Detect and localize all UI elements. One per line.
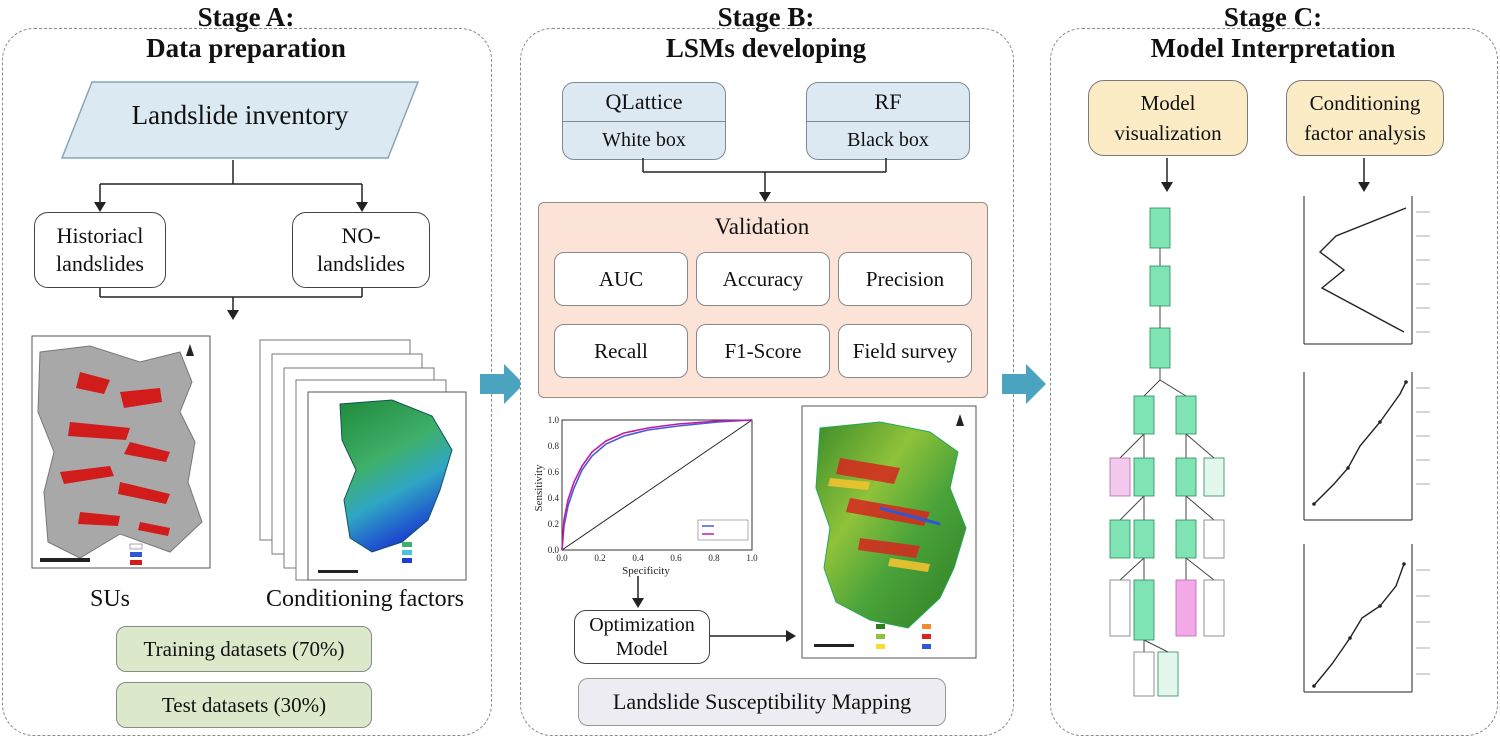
- qlattice-model-graph: [1109, 207, 1225, 697]
- graph-node-5: [1175, 395, 1197, 435]
- metric-auc: AUC: [554, 252, 688, 306]
- stage-c-title: Model Interpretation: [1150, 33, 1396, 63]
- stage-a-title: Data preparation: [146, 33, 346, 63]
- graph-node-17: [1203, 579, 1225, 637]
- optimization-line1: Optimization: [589, 614, 695, 636]
- graph-node-12: [1175, 519, 1197, 559]
- no-landslides-box: NO- landslides: [292, 212, 430, 288]
- conditioning-factor-analysis-box: Conditioning factor analysis: [1286, 80, 1444, 156]
- landslide-inventory-label: Landslide inventory: [131, 100, 349, 130]
- historical-landslides-box: Historiacl landslides: [34, 212, 166, 288]
- no-landslides-line1: NO-: [341, 223, 381, 248]
- graph-node-15: [1133, 579, 1155, 641]
- stage-b-title: LSMs developing: [665, 33, 867, 63]
- optimization-model-box: Optimization Model: [574, 610, 710, 664]
- graph-node-10: [1109, 519, 1131, 559]
- susceptibility-map: [801, 405, 977, 659]
- roc-xtick-5: 1.0: [746, 553, 758, 563]
- roc-ylabel: Sensitivity: [533, 464, 545, 512]
- arrow-b-to-c: [1002, 364, 1046, 404]
- metric-field-survey: Field survey: [838, 324, 972, 378]
- sus-caption: SUs: [89, 586, 131, 612]
- roc-xlabel: Specificity: [622, 565, 670, 577]
- roc-curve-chart: 0.0 0.2 0.4 0.6 0.8 1.0 0.0 0.2 0.4 0.6 …: [533, 415, 758, 577]
- conditioning-factor-maps: [259, 339, 467, 581]
- graph-node-8: [1175, 457, 1197, 497]
- rf-box: RF Black box: [806, 82, 970, 160]
- metric-accuracy: Accuracy: [696, 252, 830, 306]
- roc-ytick-2: 0.4: [548, 493, 560, 503]
- metric-recall: Recall: [554, 324, 688, 378]
- roc-ytick-1: 0.2: [548, 519, 559, 529]
- model-vis-line1: Model: [1140, 91, 1196, 115]
- graph-node-6: [1109, 457, 1131, 497]
- graph-node-18: [1133, 651, 1155, 697]
- stage-c-heading: Stage C: Model Interpretation: [1050, 2, 1496, 64]
- historical-line1: Historiacl: [56, 223, 144, 248]
- model-visualization-box: Model visualization: [1088, 80, 1248, 156]
- graph-node-2: [1149, 265, 1171, 307]
- no-landslides-line2: landslides: [317, 251, 405, 276]
- graph-node-3: [1149, 327, 1171, 369]
- factor-plot-2: [1303, 372, 1430, 521]
- optimization-line2: Model: [615, 638, 669, 660]
- factor-plot-1: [1303, 196, 1430, 345]
- stage-a-label: Stage A:: [197, 2, 295, 32]
- graph-node-1: [1149, 207, 1171, 249]
- roc-ytick-5: 1.0: [548, 415, 560, 425]
- graph-node-7: [1133, 457, 1155, 497]
- historical-line2: landslides: [56, 251, 144, 276]
- qlattice-sub: White box: [602, 129, 686, 151]
- stage-b-connectors-top: [642, 158, 887, 202]
- roc-xtick-4: 0.8: [708, 553, 720, 563]
- roc-curve-magenta: [561, 419, 753, 551]
- roc-ytick-3: 0.6: [548, 467, 560, 477]
- roc-xtick-2: 0.4: [632, 553, 644, 563]
- test-datasets-box: Test datasets (30%): [116, 682, 372, 728]
- cond-line1: Conditioning: [1309, 91, 1421, 115]
- conditioning-factors-caption: Conditioning factors: [266, 586, 464, 612]
- stage-b-label: Stage B:: [717, 2, 815, 32]
- graph-node-16: [1175, 579, 1197, 637]
- qlattice-box: QLattice White box: [562, 82, 726, 160]
- graph-node-9: [1203, 457, 1225, 497]
- graph-node-14: [1109, 579, 1131, 637]
- roc-ytick-4: 0.8: [548, 441, 560, 451]
- roc-xtick-0: 0.0: [556, 553, 568, 563]
- graph-node-13: [1203, 519, 1225, 559]
- stage-c-arrows: [1161, 158, 1370, 192]
- graph-node-19: [1157, 651, 1179, 697]
- metric-precision: Precision: [838, 252, 972, 306]
- graph-node-4: [1133, 395, 1155, 435]
- arrow-a-to-b: [480, 364, 524, 404]
- factor-plot-3: [1303, 544, 1430, 693]
- roc-ytick-0: 0.0: [548, 545, 560, 555]
- training-datasets-box: Training datasets (70%): [116, 626, 372, 672]
- cond-line2: factor analysis: [1304, 121, 1426, 145]
- roc-legend: [697, 519, 749, 541]
- rf-sub: Black box: [847, 129, 929, 151]
- landslide-susceptibility-mapping-box: Landslide Susceptibility Mapping: [578, 678, 946, 726]
- graph-node-11: [1133, 519, 1155, 559]
- metric-f1-score: F1-Score: [696, 324, 830, 378]
- susceptibility-legend: [876, 624, 931, 649]
- roc-xtick-3: 0.6: [670, 553, 682, 563]
- roc-diagonal: [561, 419, 753, 551]
- qlattice-label: QLattice: [563, 83, 725, 122]
- rf-label: RF: [807, 83, 969, 122]
- stage-a-heading: Stage A: Data preparation: [2, 2, 490, 64]
- stage-b-connectors-bottom: [632, 576, 796, 642]
- model-vis-line2: visualization: [1114, 121, 1222, 145]
- roc-xtick-1: 0.2: [594, 553, 605, 563]
- stage-c-label: Stage C:: [1223, 2, 1323, 32]
- sus-map: [31, 335, 211, 569]
- landslide-inventory-shape: [60, 81, 420, 159]
- roc-curve-blue: [561, 419, 753, 551]
- validation-title: Validation: [714, 214, 810, 239]
- stage-b-heading: Stage B: LSMs developing: [520, 2, 1012, 64]
- stage-a-connectors: [94, 160, 368, 320]
